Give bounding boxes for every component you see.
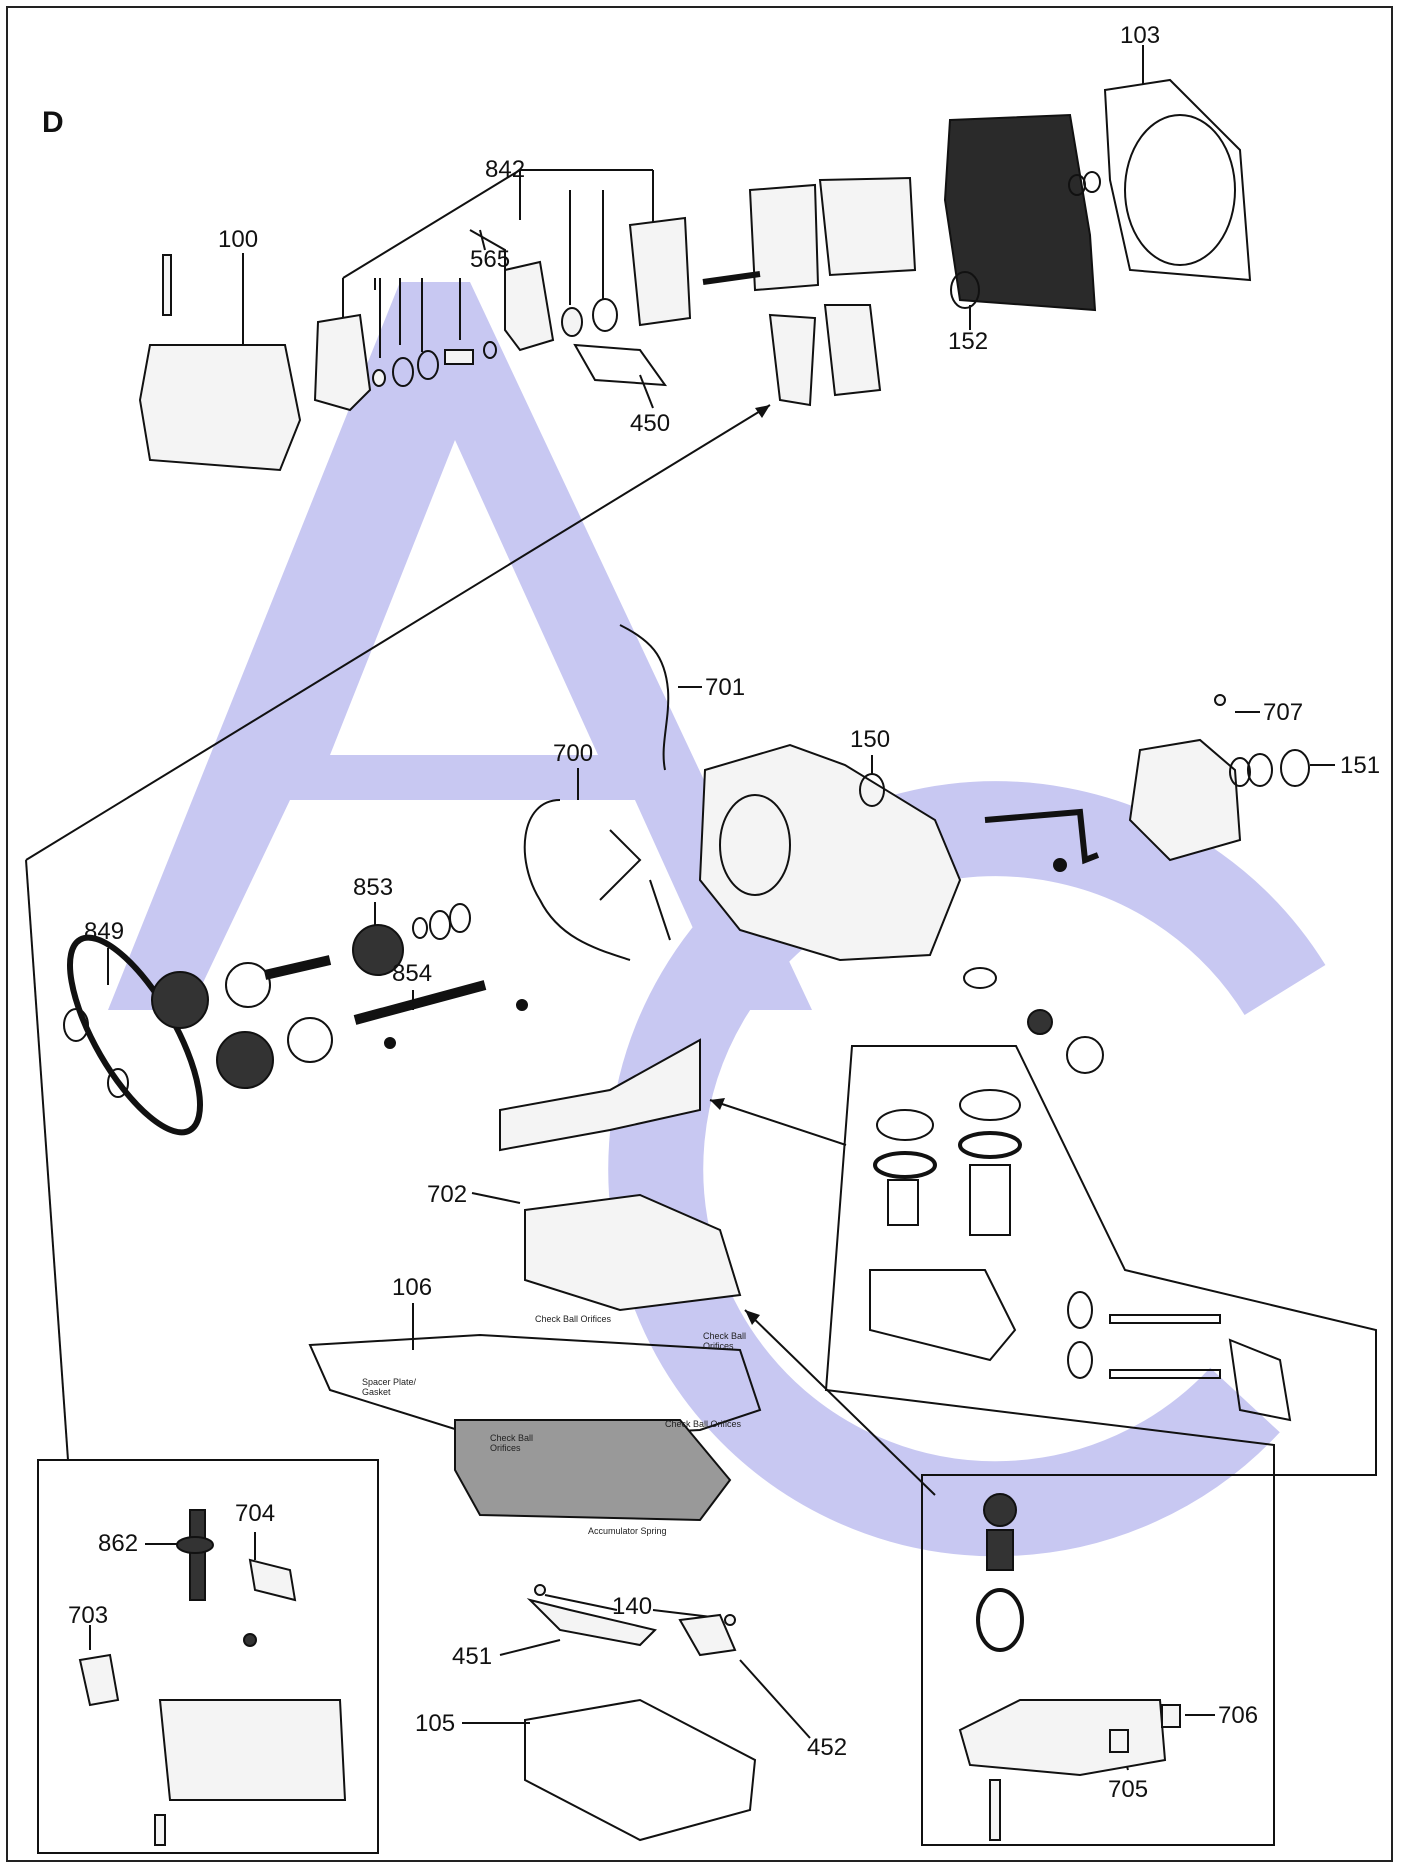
- part-valve-body-upper: [628, 216, 692, 327]
- callout-853: 853: [353, 874, 394, 901]
- part-extension-housing: [1128, 738, 1242, 862]
- callout-152: 152: [948, 328, 989, 355]
- callout-704: 704: [235, 1500, 276, 1527]
- inset-box-left: [37, 1459, 379, 1854]
- part-565: [504, 260, 555, 352]
- part-701-harness: [619, 624, 670, 771]
- leader-451: [499, 1639, 561, 1656]
- callout-151: 151: [1340, 752, 1381, 779]
- callout-862: 862: [98, 1530, 139, 1557]
- callout-105: 105: [415, 1710, 456, 1737]
- part-706-area: [958, 1699, 1167, 1777]
- part-100-cover: [138, 344, 302, 472]
- bracket-842: [342, 169, 654, 358]
- annotation-spacer-plate: Spacer Plate/: [362, 1377, 417, 1387]
- part-702-valve-body: [524, 1193, 742, 1312]
- section-letter: D: [42, 106, 64, 139]
- inset-box-right: [921, 1474, 1275, 1846]
- callout-706: 706: [1218, 1702, 1259, 1729]
- leader-702: [471, 1192, 521, 1204]
- part-451: [526, 1598, 657, 1647]
- part-853-gear: [352, 924, 404, 976]
- annotation-spacer-plate-b: Gasket: [362, 1387, 391, 1397]
- part-106-gasket: [308, 1333, 762, 1442]
- watermark-letter-a: [108, 282, 812, 1010]
- leader-450: [639, 374, 654, 409]
- diagram-frame: [6, 6, 1393, 1862]
- part-854-shaft: [353, 980, 487, 1025]
- callout-150: 150: [850, 726, 891, 753]
- callout-106: 106: [392, 1274, 433, 1301]
- callout-700: 700: [553, 740, 594, 767]
- callout-452: 452: [807, 1734, 848, 1761]
- callout-703: 703: [68, 1602, 109, 1629]
- annotation-check-ball-orifices-2b: Orifices: [703, 1341, 734, 1351]
- callout-565: 565: [470, 246, 511, 273]
- annotation-check-ball-orifices-2: Check Ball: [703, 1331, 747, 1341]
- callout-100: 100: [218, 226, 259, 253]
- callout-707: 707: [1263, 699, 1304, 726]
- part-main-case: [698, 743, 962, 962]
- callout-702: 702: [427, 1181, 468, 1208]
- annotation-check-ball-orifices-4: Check Ball: [490, 1433, 534, 1443]
- part-452: [678, 1613, 737, 1657]
- inset-box-center: [824, 1045, 1377, 1476]
- annotation-check-ball-orifices-4b: Orifices: [490, 1443, 521, 1453]
- callout-103: 103: [1120, 22, 1161, 49]
- part-lower-valve-body: [454, 1419, 732, 1522]
- callout-451: 451: [452, 1643, 493, 1670]
- part-700-harness: [523, 799, 671, 961]
- callout-705: 705: [1108, 1776, 1149, 1803]
- part-pump-assembly: [499, 1038, 701, 1152]
- callout-842: 842: [485, 156, 526, 183]
- part-channel-plate: [313, 313, 372, 412]
- annotation-check-ball-orifices-3: Check Ball Orifices: [665, 1419, 742, 1429]
- callout-849: 849: [84, 918, 125, 945]
- leader-452: [739, 1659, 811, 1739]
- part-case-cover: [943, 113, 1097, 312]
- callout-701: 701: [705, 674, 746, 701]
- part-703: [78, 1653, 120, 1707]
- part-105-pan: [524, 1698, 757, 1842]
- annotation-accumulator-spring: Accumulator Spring: [588, 1526, 667, 1536]
- callout-140: 140: [612, 1593, 653, 1620]
- callout-450: 450: [630, 410, 671, 437]
- part-450: [573, 343, 668, 387]
- annotation-check-ball-orifices-1: Check Ball Orifices: [535, 1314, 612, 1324]
- callout-854: 854: [392, 960, 433, 987]
- part-103-gasket: [1103, 78, 1252, 282]
